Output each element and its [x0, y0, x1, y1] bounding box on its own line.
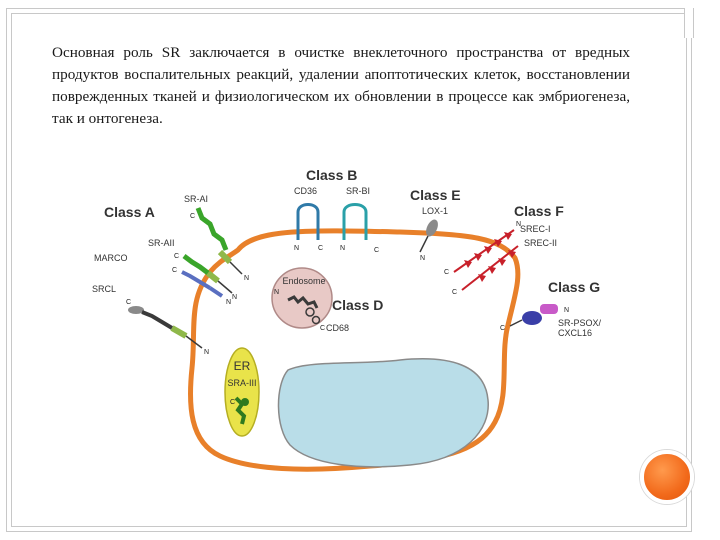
sra-iii-label: SRA-III	[227, 378, 256, 388]
nucleus	[277, 358, 489, 468]
cell-membrane	[188, 228, 521, 472]
srec-ii-c-terminus: C	[452, 289, 457, 296]
slide-frame-inner	[11, 13, 687, 527]
lox1-n-terminus: N	[420, 255, 425, 262]
srec-i-n-terminus: N	[516, 221, 521, 228]
srcl-c-terminus: C	[126, 299, 131, 306]
class-g-label: Class G	[548, 279, 600, 295]
endosome-n-terminus: N	[274, 289, 279, 296]
lox1-receptor: N	[419, 219, 438, 262]
class-b-label: Class B	[306, 167, 357, 183]
sr-bi-n-terminus: N	[340, 245, 345, 252]
sr-psox-label: SR-PSOX/	[558, 318, 602, 328]
sr-bi-label: SR-BI	[346, 186, 370, 196]
srec-ii-receptor: C	[452, 245, 519, 296]
srec-ii-label: SREC-II	[524, 238, 557, 248]
sr-ai-label: SR-AI	[184, 194, 208, 204]
scavenger-receptor-diagram: N C Endosome CD68 Class D C ER SRA-III C…	[92, 167, 602, 472]
srcl-receptor: C N	[126, 299, 209, 356]
endosome-label: Endosome	[282, 276, 325, 286]
lox1-label: LOX-1	[422, 206, 448, 216]
slide-frame-outer	[6, 8, 692, 532]
sr-ai-n-terminus: N	[244, 275, 249, 282]
class-d-label: Class D	[332, 297, 383, 313]
class-a-label: Class A	[104, 204, 155, 220]
cd36-label: CD36	[294, 186, 317, 196]
er-c-terminus: C	[230, 399, 235, 406]
cd68-label: CD68	[326, 323, 349, 333]
sr-ai-receptor: C N	[190, 207, 249, 282]
cd36-receptor: N C	[294, 203, 323, 252]
srec-i-c-terminus: C	[444, 269, 449, 276]
class-e-label: Class E	[410, 187, 461, 203]
marco-c-terminus: C	[172, 267, 177, 274]
srec-i-receptor: N C	[444, 221, 521, 276]
endosome: N C	[271, 267, 333, 332]
endoplasmic-reticulum: C	[224, 347, 260, 437]
cxcl16-label: CXCL16	[558, 328, 592, 338]
endosome-c-terminus: C	[320, 325, 325, 332]
srcl-n-terminus: N	[204, 349, 209, 356]
slide-frame-tab	[684, 8, 694, 38]
class-f-label: Class F	[514, 203, 564, 219]
marco-receptor: C N	[172, 267, 231, 306]
sr-bi-c-terminus: C	[374, 247, 379, 254]
sr-aii-n-terminus: N	[232, 294, 237, 301]
sr-ai-c-terminus: C	[190, 213, 195, 220]
sr-bi-receptor: N C	[340, 203, 379, 254]
cd36-c-terminus: C	[318, 245, 323, 252]
cd36-n-terminus: N	[294, 245, 299, 252]
sr-psox-receptor: N C	[500, 304, 569, 332]
orange-circle-decoration	[640, 450, 694, 504]
marco-label: MARCO	[94, 253, 128, 263]
er-label: ER	[234, 359, 251, 373]
srcl-label: SRCL	[92, 284, 116, 294]
slide-paragraph: Основная роль SR заключается в очистке в…	[52, 44, 630, 127]
sr-aii-receptor: C N	[174, 253, 237, 301]
sr-psox-c-terminus: C	[500, 325, 505, 332]
marco-n-terminus: N	[226, 299, 231, 306]
sr-aii-label: SR-AII	[148, 238, 175, 248]
sr-psox-n-terminus: N	[564, 307, 569, 314]
srec-i-label: SREC-I	[520, 224, 551, 234]
sr-aii-c-terminus: C	[174, 253, 179, 260]
